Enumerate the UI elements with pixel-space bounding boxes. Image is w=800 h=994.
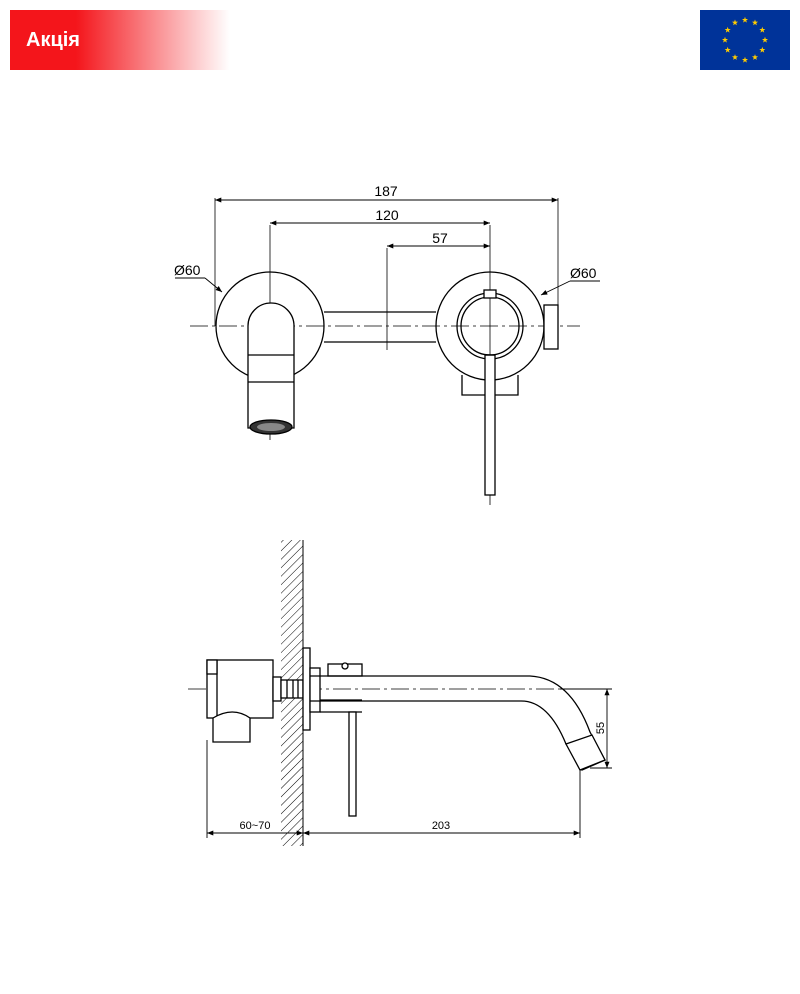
front-dimensions: [175, 197, 600, 296]
eu-star-icon: [724, 46, 731, 53]
dim-center-distance: 120: [375, 207, 399, 223]
eu-star-icon: [759, 46, 766, 53]
side-dimensions: [206, 688, 612, 838]
eu-star-icon: [759, 26, 766, 33]
dim-diameter-right: Ø60: [570, 265, 597, 281]
eu-star-icon: [724, 26, 731, 33]
eu-star-icon: [731, 19, 739, 26]
dim-spout-height: 55: [595, 722, 607, 734]
dim-diameter-left: Ø60: [174, 262, 201, 278]
promo-label: Акція: [26, 29, 80, 51]
eu-star-icon: [751, 19, 759, 26]
dim-spout-length: 203: [432, 820, 450, 832]
promo-badge: Акція: [10, 10, 230, 70]
dim-wall-depth: 60~70: [240, 820, 271, 832]
front-view: [190, 198, 580, 505]
eu-star-icon: [751, 54, 759, 60]
eu-star-icon: [741, 16, 749, 23]
side-view: [188, 540, 606, 846]
eu-star-icon: [721, 36, 729, 43]
eu-flag-icon: [700, 10, 790, 70]
eu-star-icon: [761, 36, 769, 43]
eu-star-icon: [741, 56, 749, 63]
dim-overall-width: 187: [374, 183, 398, 199]
eu-star-icon: [731, 54, 739, 60]
dim-handle-offset: 57: [432, 230, 448, 246]
